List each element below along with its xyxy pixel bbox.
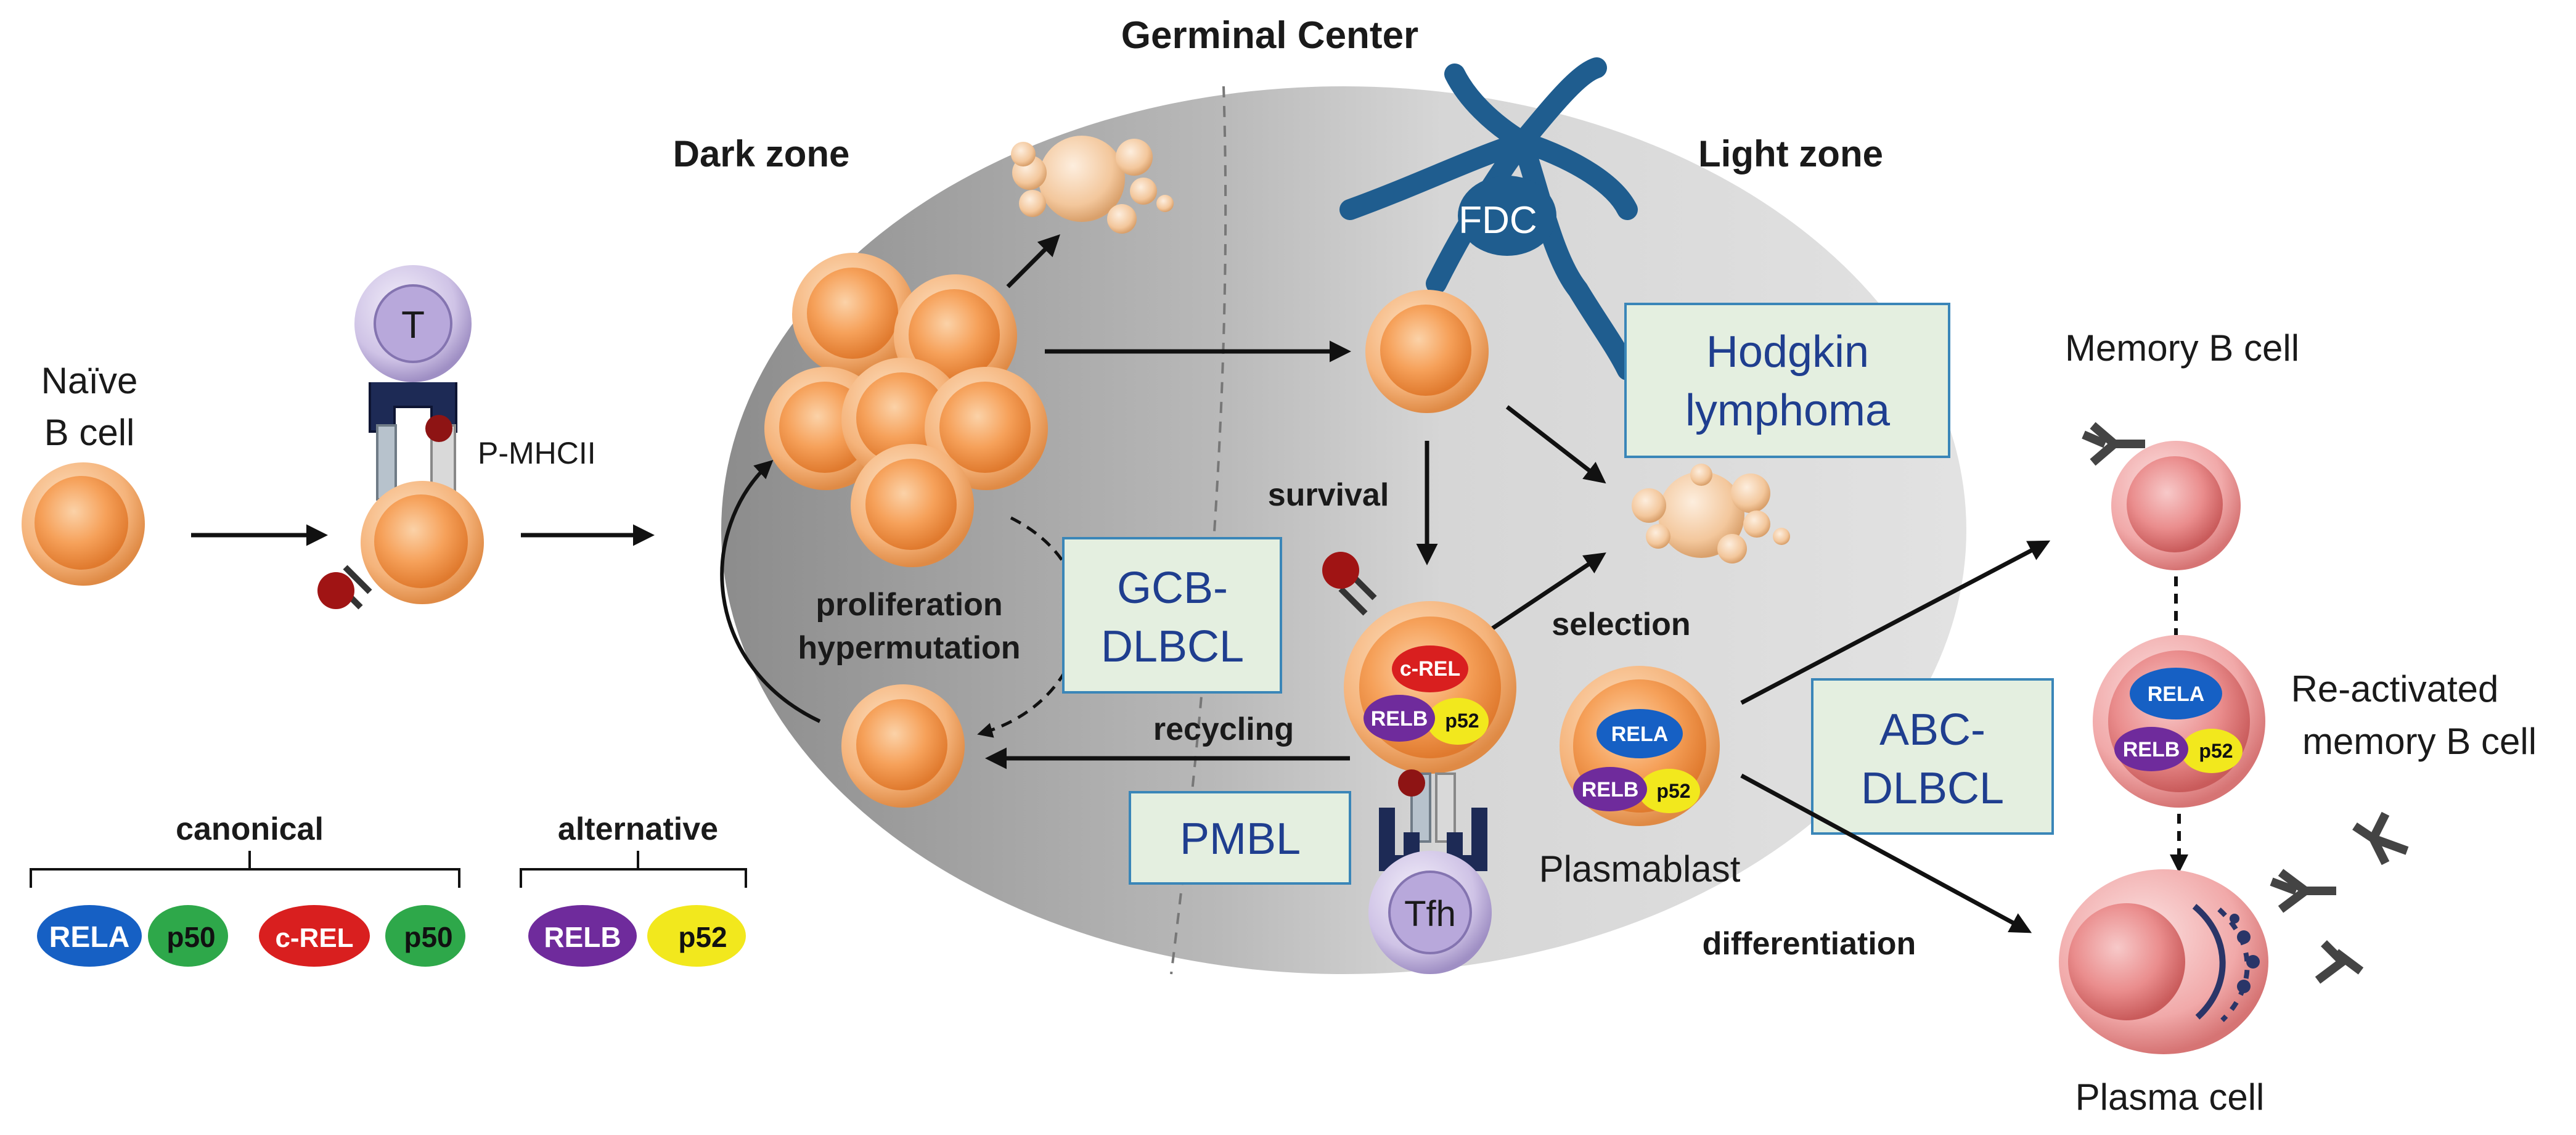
tcr-receptor-icon [369, 382, 457, 501]
reactivated-rela: RELA [2148, 682, 2205, 706]
legend-rela-p50: RELA p50 [37, 905, 228, 967]
hodgkin-line2: lymphoma [1685, 386, 1891, 435]
naive-b-cell [22, 462, 145, 586]
abc-line2: DLBCL [1861, 764, 2004, 813]
activated-b-cell [361, 481, 484, 604]
gc-cell-relb: RELB [1371, 707, 1428, 731]
reactivated-memory-b-cell: RELA RELB p52 [2093, 635, 2265, 808]
t-cell-label: T [401, 304, 425, 346]
abc-line1: ABC- [1879, 705, 1985, 755]
dashed-arrow-cluster-to-recycle [977, 516, 1082, 738]
apoptotic-cell-bubbles-top [1011, 136, 1174, 234]
dark-zone-label: Dark zone [673, 133, 850, 174]
antibody-icon-memory [2082, 422, 2145, 466]
memory-b-cell [2111, 441, 2241, 570]
tfh-label: Tfh [1404, 894, 1456, 934]
hodgkin-line1: Hodgkin [1706, 327, 1869, 377]
gc-cell-p52: p52 [1445, 710, 1479, 732]
plasmablast-p52: p52 [1656, 780, 1690, 802]
abc-dlbcl-box: ABC- DLBCL [1811, 678, 2054, 835]
survival-label: survival [1268, 477, 1389, 513]
legend-relb: RELB [544, 921, 621, 953]
recycling-b-cell [841, 684, 965, 808]
proliferation-label: proliferation [816, 587, 1002, 623]
light-zone-b-cell [1365, 290, 1489, 413]
hodgkin-lymphoma-box: Hodgkin lymphoma [1624, 303, 1950, 458]
gc-cell-crel: c-REL [1400, 657, 1460, 681]
reactivated-relb: RELB [2123, 738, 2180, 761]
gcb-line2: DLBCL [1101, 622, 1244, 671]
hypermutation-label: hypermutation [798, 630, 1020, 666]
legend-p52: p52 [678, 921, 727, 953]
pmbl-box: PMBL [1129, 791, 1351, 885]
plasmablast-relb: RELB [1582, 778, 1639, 801]
arrow-cluster-to-apoptosis [1006, 234, 1060, 289]
reactivated-p52: p52 [2199, 740, 2233, 762]
tfh-cell: Tfh [1368, 851, 1492, 974]
mhc-label: P-MHCII [478, 436, 596, 470]
fdc-label: FDC [1458, 199, 1537, 242]
bcr-antigen-icon [317, 565, 372, 610]
plasmablast-rela: RELA [1611, 723, 1669, 746]
reactivated-label-line2: memory B cell [2302, 721, 2537, 762]
arrow-to-memory [1740, 540, 2051, 705]
canonical-label: canonical [176, 811, 324, 847]
legend-crel-p50: c-REL p50 [259, 905, 465, 967]
selection-label: selection [1552, 607, 1690, 642]
naive-label-line1: Naïve [41, 360, 138, 401]
arrow-recycle-to-proliferation [720, 459, 821, 723]
legend-crel: c-REL [275, 923, 353, 953]
plasmablast-label: Plasmablast [1539, 848, 1741, 890]
proliferating-cell-cluster [764, 253, 1048, 567]
gcb-dlbcl-box: GCB- DLBCL [1062, 537, 1282, 694]
arrow-to-plasma [1740, 773, 2032, 933]
gcb-line1: GCB- [1117, 563, 1228, 613]
fdc-cell: FDC [1339, 57, 1638, 380]
arrow-lz-to-apoptosis [1505, 405, 1606, 484]
plasma-cell [2059, 869, 2268, 1054]
legend-rela: RELA [49, 921, 130, 954]
reactivated-label-line1: Re-activated [2291, 668, 2499, 710]
arrow-selection [1490, 552, 1606, 631]
alternative-bracket [520, 851, 747, 888]
antibody-icons-plasma [2270, 811, 2409, 984]
germinal-center-title: Germinal Center [1121, 14, 1418, 57]
differentiation-label: differentiation [1703, 926, 1916, 962]
pmbl-label: PMBL [1180, 814, 1301, 864]
memory-label: Memory B cell [2065, 327, 2299, 369]
gc-b-cell-nfkb: c-REL RELB p52 [1344, 601, 1516, 774]
alternative-label: alternative [558, 811, 718, 847]
legend-relb-p52: RELB p52 [528, 905, 746, 967]
naive-label-line2: B cell [44, 412, 135, 453]
antigen-icon [1322, 552, 1377, 616]
t-cell: T [354, 265, 472, 382]
recycling-label: recycling [1153, 711, 1294, 747]
legend-p50-1: p50 [166, 921, 215, 953]
plasma-label: Plasma cell [2075, 1076, 2265, 1118]
light-zone-label: Light zone [1698, 133, 1883, 174]
legend-p50-2: p50 [404, 921, 452, 953]
plasmablast-cell: RELA RELB p52 [1560, 666, 1720, 826]
apoptotic-cell-bubbles-right [1632, 464, 1790, 563]
canonical-bracket [30, 851, 460, 888]
